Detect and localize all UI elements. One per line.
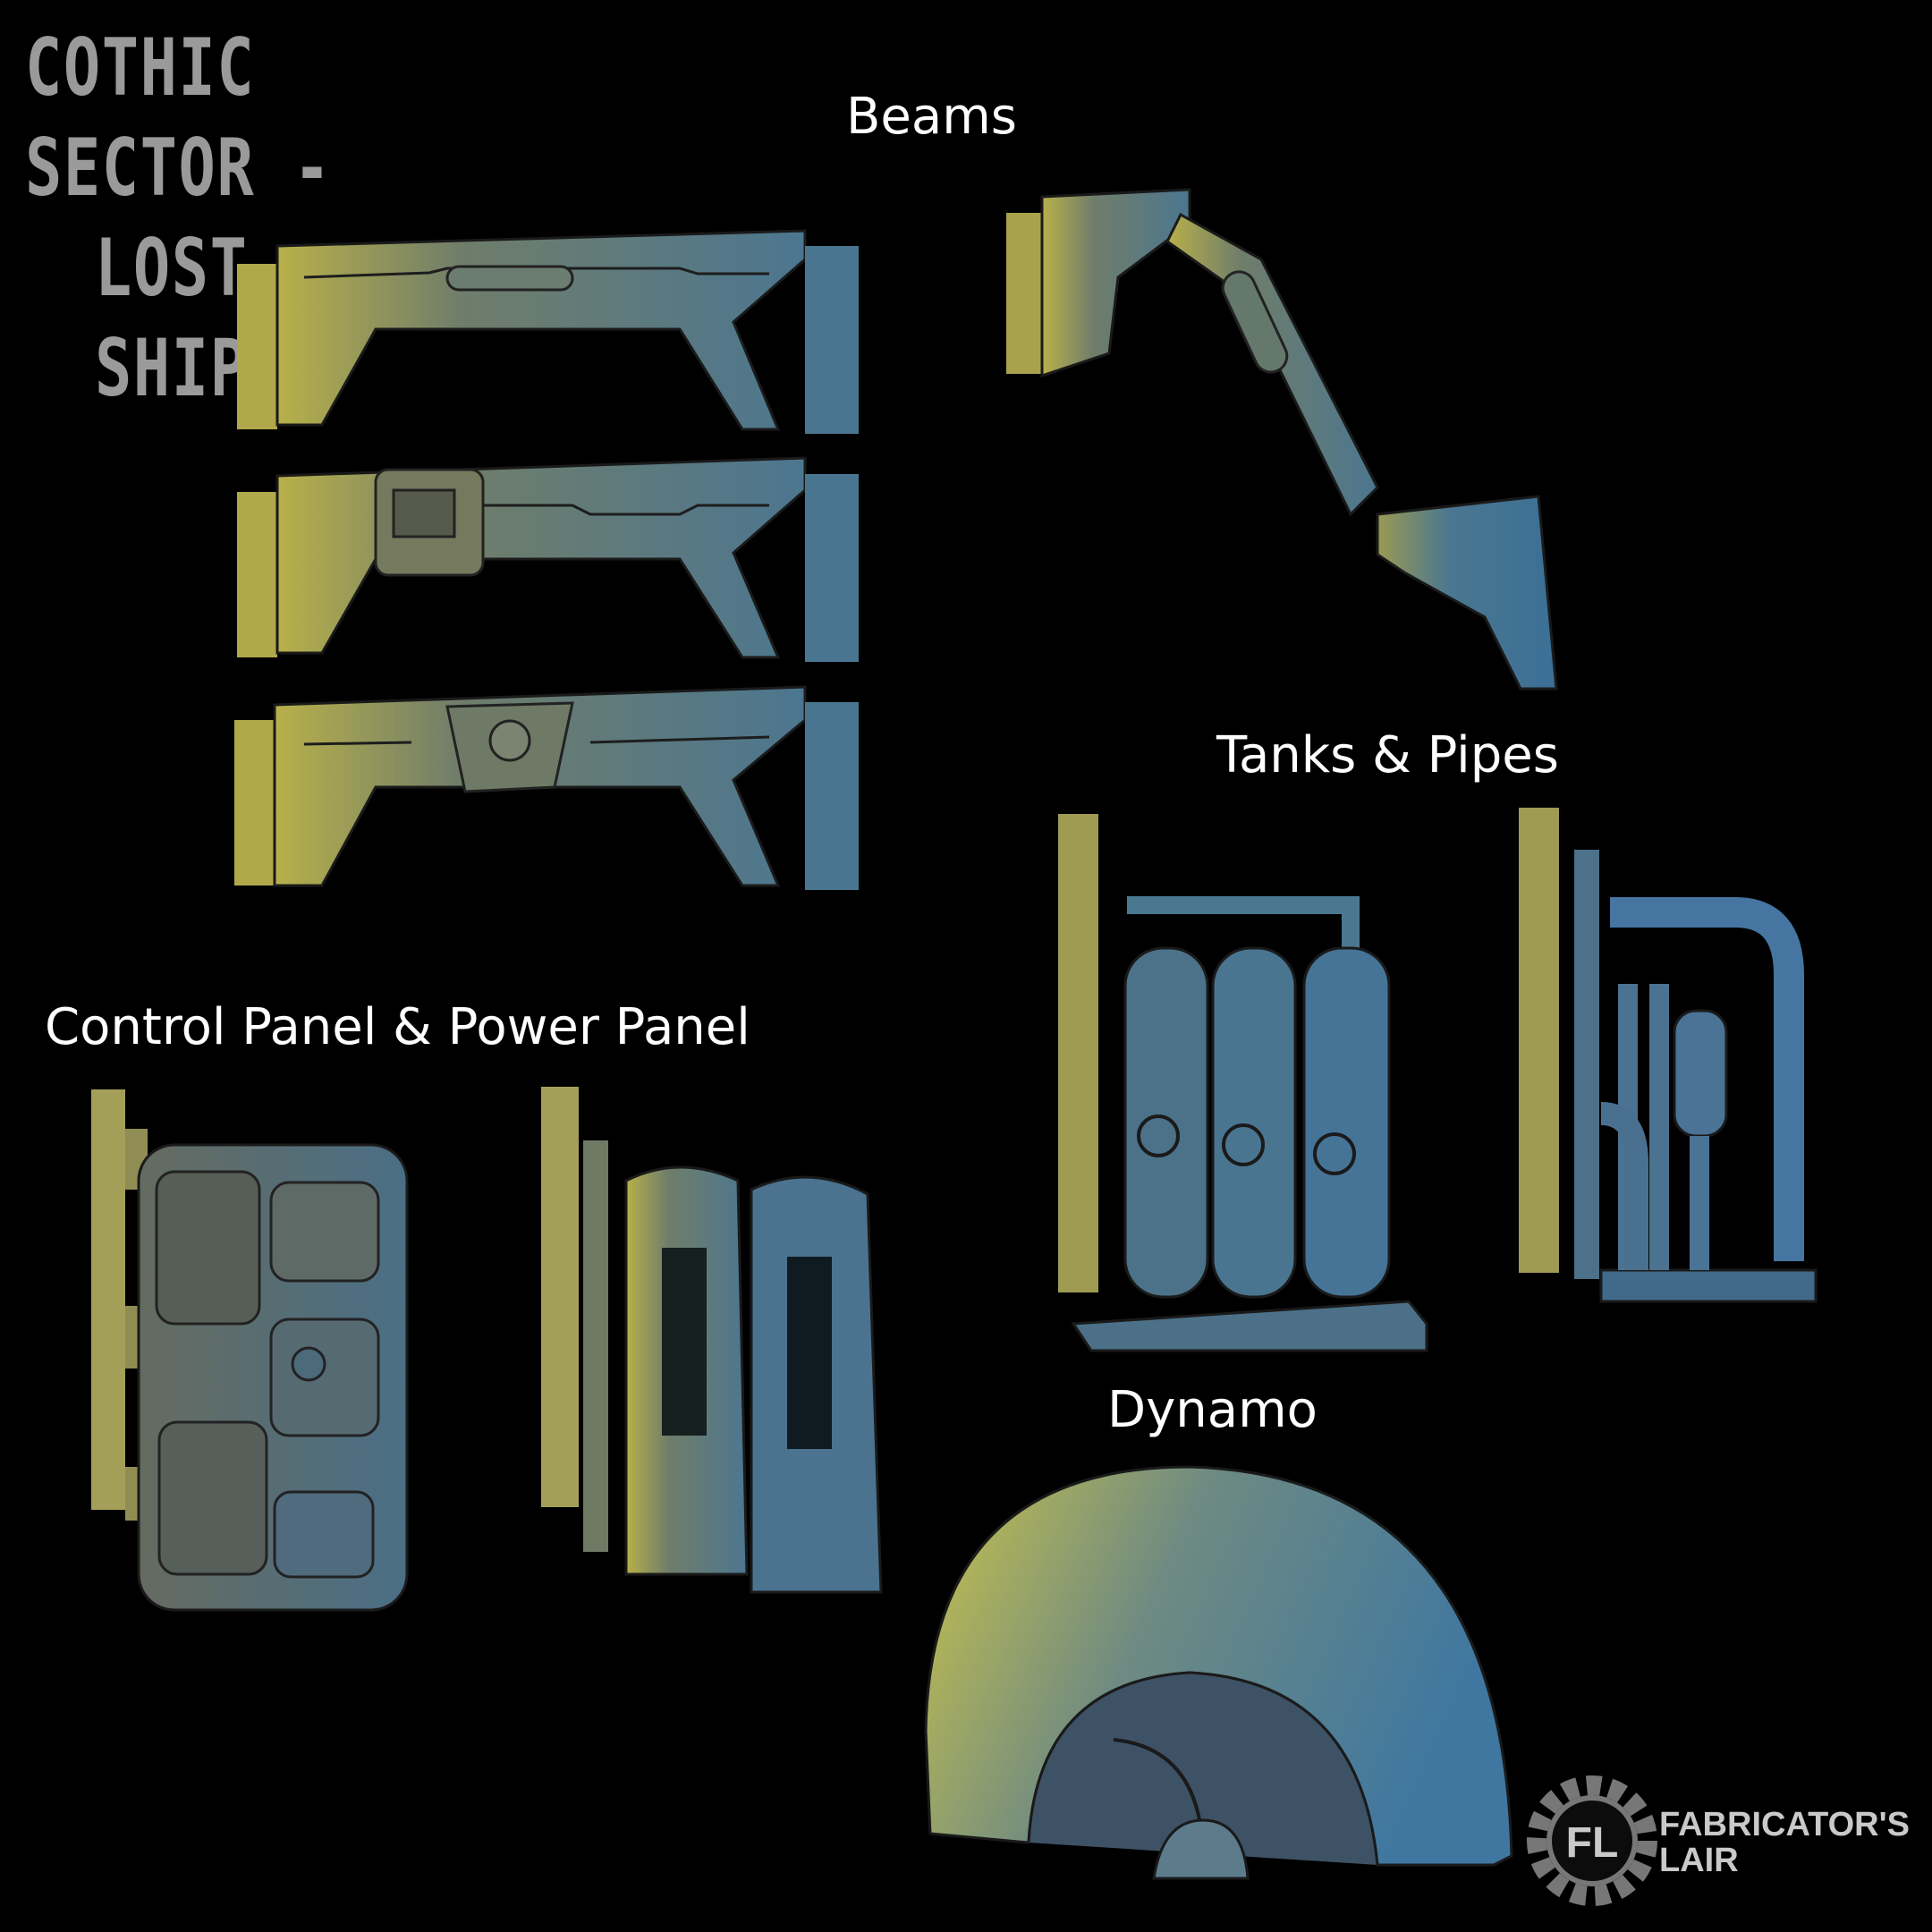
logo-line-1: FABRICATOR'S xyxy=(1659,1806,1910,1843)
tanks-model xyxy=(1058,814,1428,1352)
tanks-pipes-label: Tanks & Pipes xyxy=(1216,726,1559,784)
pipes-model xyxy=(1519,808,1818,1303)
dynamo-model xyxy=(924,1465,1513,1880)
beams-label: Beams xyxy=(846,88,1017,146)
power-panel-model xyxy=(541,1087,883,1594)
fabricators-lair-gear-icon: FL xyxy=(1527,1775,1657,1906)
title-line-1: COTHIC SECTOR - xyxy=(25,21,333,214)
control-power-panel-label: Control Panel & Power Panel xyxy=(45,998,750,1056)
logo-monogram: FL xyxy=(1566,1819,1619,1867)
beam-1 xyxy=(237,229,859,434)
logo-line-2: LAIR xyxy=(1659,1842,1739,1879)
control-panel-model xyxy=(91,1089,409,1612)
beam-3 xyxy=(234,685,859,890)
beam-angled xyxy=(1006,188,1558,691)
dynamo-label: Dynamo xyxy=(1107,1381,1318,1439)
beam-2 xyxy=(237,456,859,662)
fabricators-lair-logo-text: FABRICATOR'S LAIR xyxy=(1659,1807,1910,1878)
